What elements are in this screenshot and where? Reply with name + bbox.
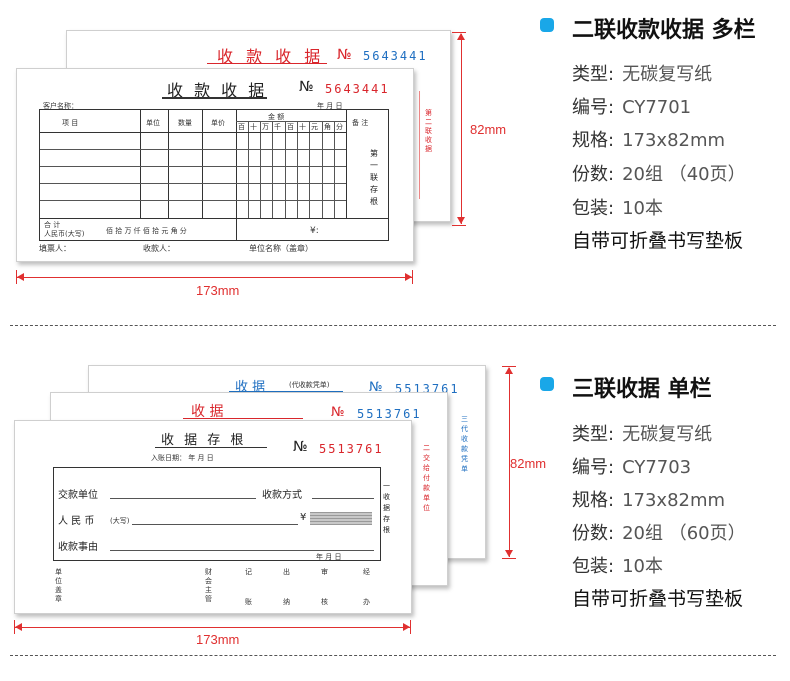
dim-width-label-1: 173mm — [196, 283, 240, 298]
foot-role-char: 纳 — [283, 598, 290, 606]
amount-digit-header: 百 — [287, 123, 294, 131]
foot-left-char: 位 — [55, 577, 62, 585]
spec-size: 规格:173x82mm — [572, 130, 726, 151]
col-amount-header: 金 额 — [268, 113, 285, 121]
middle2-number: 5513761 — [357, 407, 422, 421]
front2-number: 5513761 — [319, 442, 384, 456]
middle2-title: 收 据 — [191, 404, 224, 420]
spec2-type: 类型:无碳复写纸 — [572, 424, 713, 445]
col-price-header: 单价 — [211, 119, 225, 127]
total-label: 合 计 — [44, 221, 61, 229]
col-unit-header: 单位 — [146, 119, 160, 127]
amount-digit-header: 百 — [238, 123, 245, 131]
back2-subtitle: (代收款凭单) — [289, 381, 330, 389]
yen-mark: ¥: — [310, 226, 319, 236]
rmb2-label: 人 民 币 — [58, 516, 95, 527]
spec-type: 类型:无碳复写纸 — [572, 64, 713, 85]
col-item-header: 项 目 — [62, 119, 79, 127]
bullet-icon — [540, 18, 554, 32]
customer-label: 客户名称： — [43, 102, 78, 110]
foot-role-char: 记 — [245, 568, 252, 576]
foot-role-char: 经 — [363, 568, 370, 576]
filler-label: 填票人： — [39, 244, 71, 253]
product1-title: 二联收款收据 多栏 — [572, 18, 756, 43]
receipt2-front-sheet: 收 据 存 根 № 5513761 入账日期： 年 月 日 交款单位 收款方式 … — [14, 420, 412, 614]
spec-count: 份数:20组 （40页） — [572, 164, 746, 185]
amount-digit-header: 千 — [274, 123, 281, 131]
back-sheet-no-mark: № — [337, 47, 352, 63]
reason-label: 收款事由 — [58, 542, 98, 553]
dim-height-label-1: 82mm — [470, 122, 507, 137]
amount-digit-header: 角 — [324, 123, 331, 131]
front-side-text: 第一联 存根 — [370, 149, 378, 206]
foot-role-char: 出 — [283, 568, 290, 576]
amount-digit-header: 万 — [262, 123, 269, 131]
amount-digit-header: 元 — [311, 123, 318, 131]
foot-mid-char: 财 — [205, 568, 212, 576]
back-sheet-side-text: 第二联 收据 — [425, 109, 432, 153]
rmb2-note: (大写) — [110, 517, 130, 525]
rmb-label: 人民币(大写) — [44, 230, 85, 238]
amount-digit-header: 十 — [250, 123, 257, 131]
col-qty-header: 数量 — [178, 119, 192, 127]
front2-no-mark: № — [293, 439, 308, 455]
receipt-front-sheet: 收 款 收 据 № 5643441 客户名称： 年 月 日 — [16, 68, 414, 262]
dim-height-label-2: 82mm — [510, 456, 547, 471]
middle2-side-text: 二交给付款单位 — [423, 444, 430, 512]
amount-digit-header: 十 — [299, 123, 306, 131]
back-sheet-number: 5643441 — [363, 49, 428, 63]
back2-side-text: 三代收款凭单 — [461, 415, 468, 473]
foot-left-char: 单 — [55, 568, 62, 576]
foot-role-char: 账 — [245, 598, 252, 606]
foot-role-char: 审 — [321, 568, 328, 576]
spec2-code: 编号:CY7703 — [572, 457, 692, 478]
front2-side-text: 一收据存根 — [383, 482, 390, 534]
back-sheet-title: 收 款 收 据 — [217, 47, 325, 66]
foot-left-char: 章 — [55, 595, 62, 603]
payer-label: 交款单位 — [58, 490, 98, 501]
middle2-no-mark: № — [331, 405, 345, 420]
dim-width-label-2: 173mm — [196, 632, 240, 647]
product2-note: 自带可折叠书写垫板 — [572, 588, 744, 610]
front-sheet-title: 收 款 收 据 — [167, 81, 268, 100]
spec2-size: 规格:173x82mm — [572, 490, 726, 511]
bullet-icon — [540, 377, 554, 391]
payee-label: 收款人： — [143, 244, 175, 253]
unit-name-label: 单位名称（盖章） — [249, 244, 313, 253]
foot-role-char: 办 — [363, 598, 370, 606]
foot-left-char: 盖 — [55, 586, 62, 594]
foot-mid-char: 会 — [205, 577, 212, 585]
method-label: 收款方式 — [262, 490, 302, 501]
product2-title: 三联收据 单栏 — [572, 377, 712, 402]
foot-role-char: 核 — [321, 598, 328, 606]
front2-entry-date: 入账日期： 年 月 日 — [151, 454, 214, 462]
yen2-mark: ¥ — [300, 512, 307, 523]
spec2-count: 份数:20组 （60页） — [572, 523, 746, 544]
front-sheet-number: 5643441 — [325, 82, 390, 96]
foot-mid-char: 管 — [205, 595, 212, 603]
amount-digit-header: 分 — [336, 123, 343, 131]
product1-note: 自带可折叠书写垫板 — [572, 230, 744, 252]
front-sheet-no-mark: № — [299, 79, 314, 95]
items-table: 项 目 单位 数量 单价 金 额 百十万千百十元角分 备 注 第一联 存根 合 … — [39, 109, 389, 241]
separator-2 — [10, 655, 776, 656]
amount-shaded-box — [310, 512, 372, 525]
spec2-pack: 包装:10本 — [572, 556, 663, 577]
separator-1 — [10, 325, 776, 326]
back2-no-mark: № — [369, 380, 383, 395]
foot-mid-char: 主 — [205, 586, 212, 594]
front2-title: 收 据 存 根 — [161, 433, 247, 448]
date-label: 年 月 日 — [317, 102, 343, 110]
rmb-units: 佰 拾 万 仟 佰 拾 元 角 分 — [106, 227, 187, 235]
col-note-header: 备 注 — [352, 119, 369, 127]
front2-form-box: 交款单位 收款方式 人 民 币 (大写) ¥ 收款事由 年 月 日 — [53, 467, 381, 561]
spec-pack: 包装:10本 — [572, 198, 663, 219]
front2-date-label: 年 月 日 — [316, 553, 342, 561]
spec-code: 编号:CY7701 — [572, 97, 692, 118]
